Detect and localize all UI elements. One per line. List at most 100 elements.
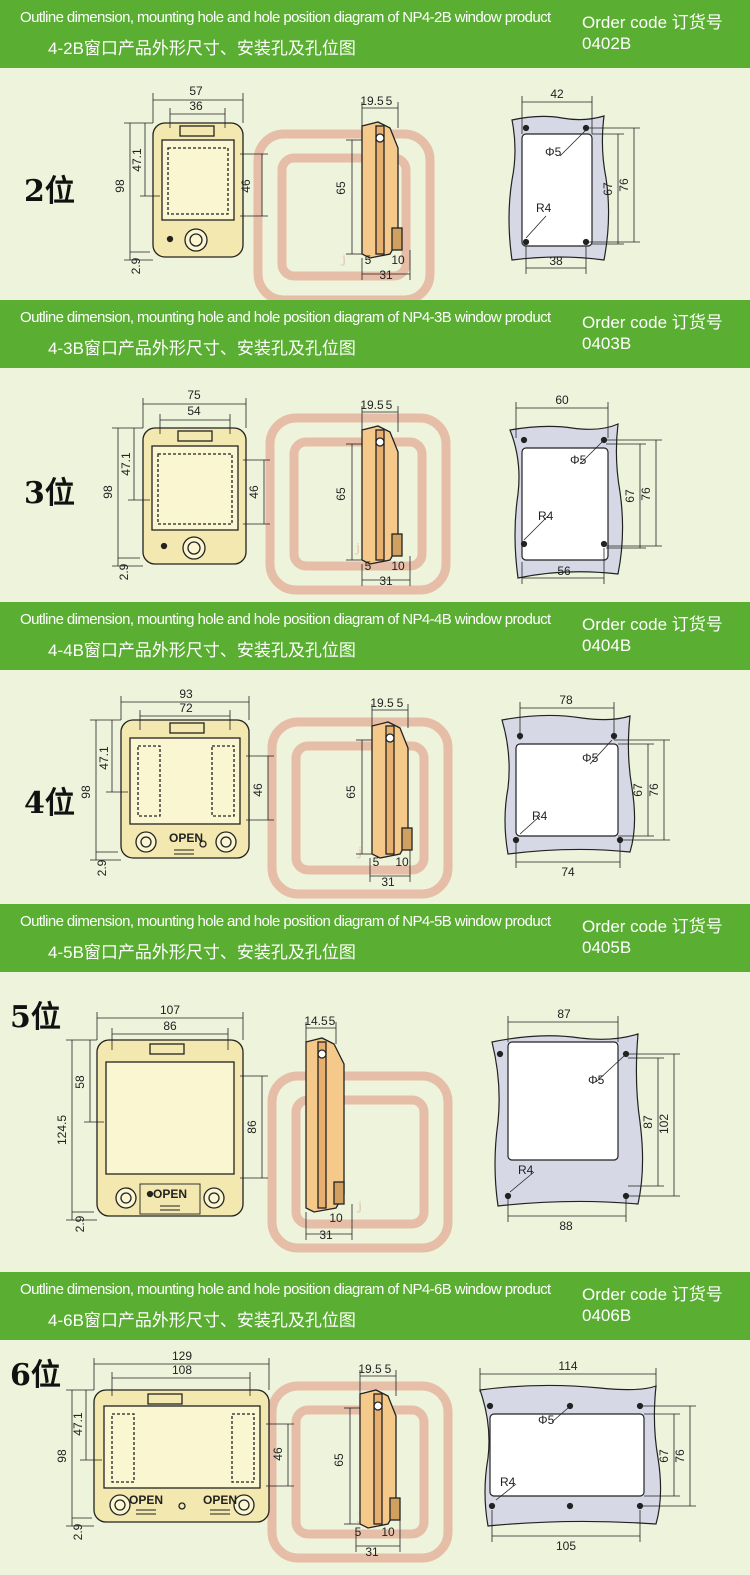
dim-top-offset: 47.1	[130, 148, 144, 172]
section-title-en: Outline dimension, mounting hole and hol…	[20, 9, 551, 26]
order-code-label: Order code 订货号	[582, 313, 723, 332]
side-dimensions	[344, 1370, 401, 1552]
watermark-logo: j	[267, 1071, 453, 1253]
front-view	[120, 719, 250, 859]
position-label: 4位	[24, 786, 75, 821]
dim-side-top-b: 5	[386, 94, 393, 108]
watermark-letter: j	[356, 1509, 362, 1523]
side-dimensions	[356, 704, 411, 882]
dim-window-height: 46	[271, 1447, 285, 1461]
dim-bottom: 2.9	[117, 563, 131, 580]
diagram-panel-0405B: 5位 j OPEN	[0, 972, 750, 1272]
open-label-left: OPEN	[129, 1493, 163, 1507]
dim-side-top-b: 5	[329, 1014, 336, 1028]
dim-side-height: 65	[334, 181, 348, 195]
dim-cutout-outer-height: 76	[617, 178, 631, 192]
dim-side-top-a: 19.5	[360, 398, 384, 412]
side-view	[361, 425, 403, 565]
dim-side-depth: 31	[365, 1545, 379, 1559]
cutout-dimensions	[507, 1016, 680, 1222]
dim-corner-radius: R4	[538, 509, 554, 523]
dim-side-height: 65	[334, 487, 348, 501]
dim-hole-diameter: Φ5	[582, 751, 599, 765]
dim-bottom: 2.9	[71, 1523, 85, 1540]
dim-outer-width: 75	[187, 388, 201, 402]
section-title-en: Outline dimension, mounting hole and hol…	[20, 611, 551, 628]
section-header-0406B: Outline dimension, mounting hole and hol…	[0, 1272, 750, 1340]
section-title-cn: 4-6B窗口产品外形尺寸、安装孔及孔位图	[48, 1311, 356, 1330]
order-code-label: Order code 订货号	[582, 1285, 723, 1304]
dim-top-offset: 58	[73, 1075, 87, 1089]
dim-cutout-inner-height: 67	[623, 489, 637, 503]
side-view	[305, 1037, 345, 1213]
dim-side-depth: 31	[379, 268, 393, 282]
dim-cutout-bottom-width: 88	[559, 1219, 573, 1233]
section-header-0403B: Outline dimension, mounting hole and hol…	[0, 300, 750, 368]
front-dimensions	[124, 93, 268, 261]
dim-hole-diameter: Φ5	[538, 1413, 555, 1427]
watermark-letter: j	[340, 252, 346, 266]
dim-side-top-a: 19.5	[370, 696, 394, 710]
diagram-panel-0406B: 6位 j OPEN OPEN	[0, 1340, 750, 1575]
dim-cutout-top-width: 78	[559, 693, 573, 707]
position-label: 2位	[24, 174, 75, 209]
section-title-cn: 4-4B窗口产品外形尺寸、安装孔及孔位图	[48, 641, 356, 660]
order-code-value: 0406B	[582, 1306, 632, 1325]
dim-inner-width: 86	[163, 1019, 177, 1033]
dim-side-depth: 31	[381, 875, 395, 889]
section-header-0405B: Outline dimension, mounting hole and hol…	[0, 904, 750, 972]
dim-inner-width: 108	[172, 1363, 192, 1377]
watermark-logo: j	[253, 129, 435, 300]
order-code-value: 0403B	[582, 334, 632, 353]
front-dimensions	[66, 1012, 268, 1221]
dim-side-depth: 31	[379, 574, 393, 588]
dim-cutout-inner-height: 67	[601, 182, 615, 196]
dim-outer-width: 57	[189, 84, 203, 98]
dim-side-top-b: 5	[385, 1362, 392, 1376]
dim-side-top-b: 5	[397, 696, 404, 710]
dim-side-top-b: 5	[386, 398, 393, 412]
dim-height: 98	[101, 485, 115, 499]
open-label: OPEN	[169, 831, 203, 845]
front-dimensions	[66, 1358, 294, 1527]
side-dimensions	[346, 406, 411, 586]
front-view	[152, 122, 244, 258]
dim-inner-width: 54	[187, 404, 201, 418]
section-header-0404B: Outline dimension, mounting hole and hol…	[0, 602, 750, 670]
order-code-label: Order code 订货号	[582, 615, 723, 634]
dim-side-top-a: 19.5	[358, 1362, 382, 1376]
dim-corner-radius: R4	[500, 1475, 516, 1489]
dim-corner-radius: R4	[518, 1163, 534, 1177]
side-view	[371, 721, 413, 859]
open-label: OPEN	[153, 1187, 187, 1201]
dim-bottom: 2.9	[95, 859, 109, 876]
order-code-value: 0402B	[582, 34, 632, 53]
cutout-dimensions	[515, 702, 670, 868]
dim-side-top-a: 14.5	[304, 1014, 328, 1028]
open-label-right: OPEN	[203, 1493, 237, 1507]
dim-top-offset: 47.1	[71, 1412, 85, 1436]
front-dimensions	[112, 398, 270, 567]
side-view	[359, 1389, 401, 1529]
section-title-cn: 4-5B窗口产品外形尺寸、安装孔及孔位图	[48, 943, 356, 962]
section-title-en: Outline dimension, mounting hole and hol…	[20, 913, 551, 930]
order-code-value: 0404B	[582, 636, 632, 655]
front-view	[93, 1389, 270, 1523]
dim-inner-width: 36	[189, 99, 203, 113]
cutout-dimensions	[515, 402, 662, 584]
section-title-en: Outline dimension, mounting hole and hol…	[20, 1281, 551, 1298]
dim-hole-diameter: Φ5	[588, 1073, 605, 1087]
side-dimensions	[305, 1022, 353, 1240]
dim-inner-width: 72	[179, 701, 193, 715]
dim-height: 98	[55, 1449, 69, 1463]
front-view	[142, 427, 247, 565]
dim-corner-radius: R4	[532, 809, 548, 823]
section-title-cn: 4-2B窗口产品外形尺寸、安装孔及孔位图	[48, 39, 356, 58]
dim-window-height: 46	[247, 485, 261, 499]
dim-top-offset: 47.1	[97, 746, 111, 770]
order-code-label: Order code 订货号	[582, 917, 723, 936]
watermark-logo: j	[267, 717, 453, 899]
watermark-logo: j	[265, 413, 451, 595]
cutout-dimensions	[479, 1368, 696, 1542]
